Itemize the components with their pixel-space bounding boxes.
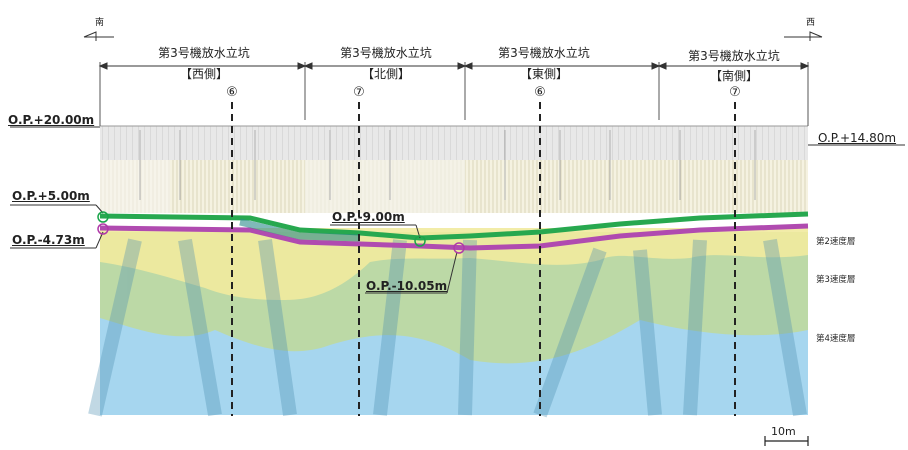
left-direction-arrow [83, 31, 114, 41]
direction-arrows [83, 31, 823, 41]
marker-label-7-south: ⑦ [729, 85, 741, 100]
marker-purple-left [97, 223, 109, 235]
section-side-west: 【西側】 [179, 67, 228, 81]
marker-label-6-east: ⑥ [534, 85, 546, 100]
dashed-section-lines [231, 102, 736, 416]
geology-layers [88, 158, 808, 418]
marker-purple-mid [453, 242, 465, 254]
direction-west-label: 西 [806, 18, 816, 28]
level-label-mid-upper: O.P.-9.00m [332, 210, 405, 224]
scale-bar-line [764, 436, 809, 446]
structure-band [100, 125, 808, 200]
section-title-south: 第3号機放水立坑 [688, 49, 780, 63]
section-title-north: 第3号機放水立坑 [340, 46, 432, 60]
marker-label-6-west: ⑥ [226, 85, 238, 100]
level-markers [97, 211, 465, 254]
scale-bar-label: 10m [771, 425, 796, 438]
level-label-top-right: O.P.+14.80m [818, 131, 897, 145]
marker-green-mid [414, 235, 426, 247]
right-direction-arrow [784, 31, 823, 41]
velocity-layer-2-label: 第2速度層 [816, 237, 856, 247]
velocity-layer-3-label: 第3速度層 [816, 275, 856, 285]
section-title-west: 第3号機放水立坑 [158, 46, 250, 60]
green-boundary-line [99, 211, 809, 241]
marker-green-left [97, 211, 109, 223]
section-dividers [99, 62, 809, 126]
section-side-south: 【南側】 [709, 69, 758, 83]
level-label-top-left: O.P.+20.00m [8, 113, 95, 127]
marker-label-7-north: ⑦ [353, 85, 365, 100]
purple-boundary-line [99, 223, 809, 251]
boundary-lines [99, 211, 809, 251]
level-leaders [10, 126, 905, 294]
level-label-left-upper: O.P.+5.00m [12, 189, 90, 203]
level-label-left-lower: O.P.-4.73m [12, 233, 85, 247]
level-label-mid-lower: O.P.-10.05m [366, 279, 448, 293]
direction-south-label: 南 [95, 18, 105, 28]
section-side-north: 【北側】 [361, 67, 410, 81]
section-side-east: 【東側】 [519, 67, 568, 81]
section-title-east: 第3号機放水立坑 [498, 46, 590, 60]
section-dimension-arrows [98, 62, 810, 70]
velocity-layer-4-label: 第4速度層 [816, 334, 856, 344]
layer-2-area [100, 228, 808, 300]
